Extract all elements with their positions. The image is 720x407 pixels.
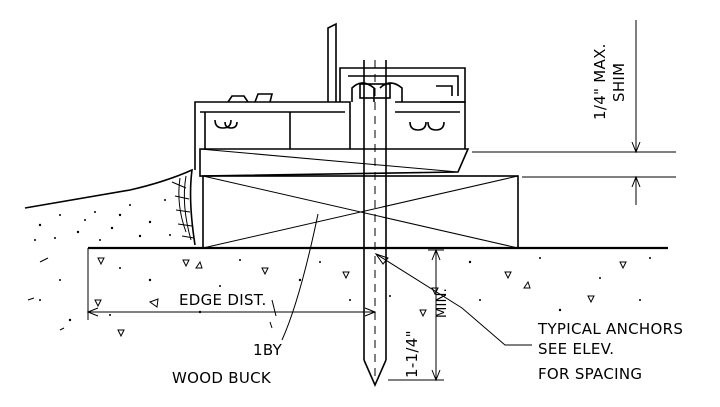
shim bbox=[199, 148, 470, 177]
shim-max-label: 1/4" MAX. bbox=[591, 43, 609, 120]
buck-label-line1: 1BY bbox=[253, 341, 283, 359]
buck-label-line2: WOOD BUCK bbox=[172, 369, 272, 387]
embedment-dimension bbox=[388, 248, 444, 382]
anchor-label-line3: FOR SPACING bbox=[538, 365, 642, 383]
embed-min-label: MIN. bbox=[435, 288, 450, 318]
anchor-label-line2: SEE ELEV. bbox=[538, 340, 614, 358]
anchor-label-line1: TYPICAL ANCHORS bbox=[537, 320, 683, 338]
shim-label: SHIM bbox=[610, 63, 628, 102]
concrete-anchor bbox=[359, 60, 391, 387]
leaders bbox=[281, 213, 532, 346]
wood-buck bbox=[202, 175, 519, 249]
embed-depth-label: 1-1/4" bbox=[403, 330, 421, 378]
masonry-return bbox=[24, 168, 196, 246]
edge-dist-label: EDGE DIST. bbox=[179, 291, 267, 309]
edge-distance-dimension bbox=[86, 299, 377, 329]
window-frame-extrusion bbox=[194, 22, 466, 170]
shim-dimension bbox=[472, 20, 676, 205]
